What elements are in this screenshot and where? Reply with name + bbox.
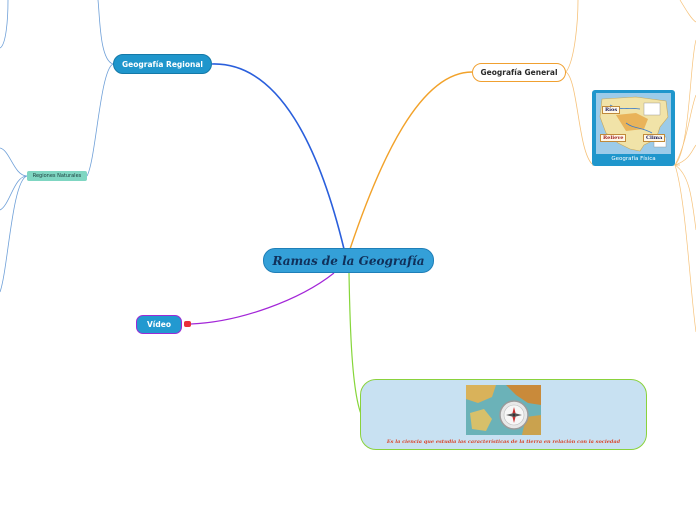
topic-label: Vídeo [147, 320, 171, 329]
topic-geografia-general[interactable]: Geografía General [472, 63, 566, 82]
compass-map-image [466, 385, 541, 435]
link-central-video [190, 272, 335, 325]
link-central-definition [348, 272, 362, 415]
map-label-rios: Ríos [602, 106, 621, 114]
topic-label: Geografía Regional [122, 59, 203, 69]
link-regional-upper [97, 0, 114, 65]
link-fisica-e [674, 164, 696, 333]
link-fisica-b [674, 94, 696, 166]
link-naturales-2 [0, 175, 28, 211]
topic-definition[interactable]: Es la ciencia que estudia las caracterís… [360, 379, 647, 450]
subtopic-label: Regiones Naturales [32, 173, 82, 179]
link-general-fisica [565, 71, 593, 165]
link-regional-naturales [86, 63, 114, 177]
link-marker-icon[interactable] [184, 321, 191, 327]
topic-label: Geografía General [480, 68, 558, 77]
subtopic-caption: Geografía Física [611, 156, 656, 162]
central-topic[interactable]: Ramas de la Geografía [263, 248, 434, 273]
definition-text: Es la ciencia que estudia las caracterís… [386, 439, 621, 445]
topic-geografia-regional[interactable]: Geografía Regional [113, 54, 212, 74]
link-central-regional [211, 63, 345, 250]
link-left-top [0, 0, 9, 49]
map-drawing [596, 93, 671, 154]
geography-map-image: Ríos Relieve Clima [596, 93, 671, 154]
link-central-general [349, 71, 473, 250]
topic-video[interactable]: Vídeo [136, 315, 182, 334]
link-general-upper [565, 0, 579, 73]
map-label-relieve: Relieve [600, 134, 627, 142]
subtopic-regiones-naturales[interactable]: Regiones Naturales [27, 171, 87, 181]
compass-drawing [466, 385, 541, 435]
link-naturales-1 [0, 147, 28, 177]
link-fisica-d [674, 164, 696, 231]
link-general-right-top [679, 0, 696, 23]
link-fisica-c [674, 144, 696, 166]
subtopic-geografia-fisica[interactable]: Ríos Relieve Clima Geografía Física [592, 90, 675, 166]
link-naturales-3 [0, 175, 28, 293]
link-fisica-a [674, 39, 696, 166]
map-label-clima: Clima [643, 134, 666, 142]
central-topic-label: Ramas de la Geografía [272, 253, 425, 268]
